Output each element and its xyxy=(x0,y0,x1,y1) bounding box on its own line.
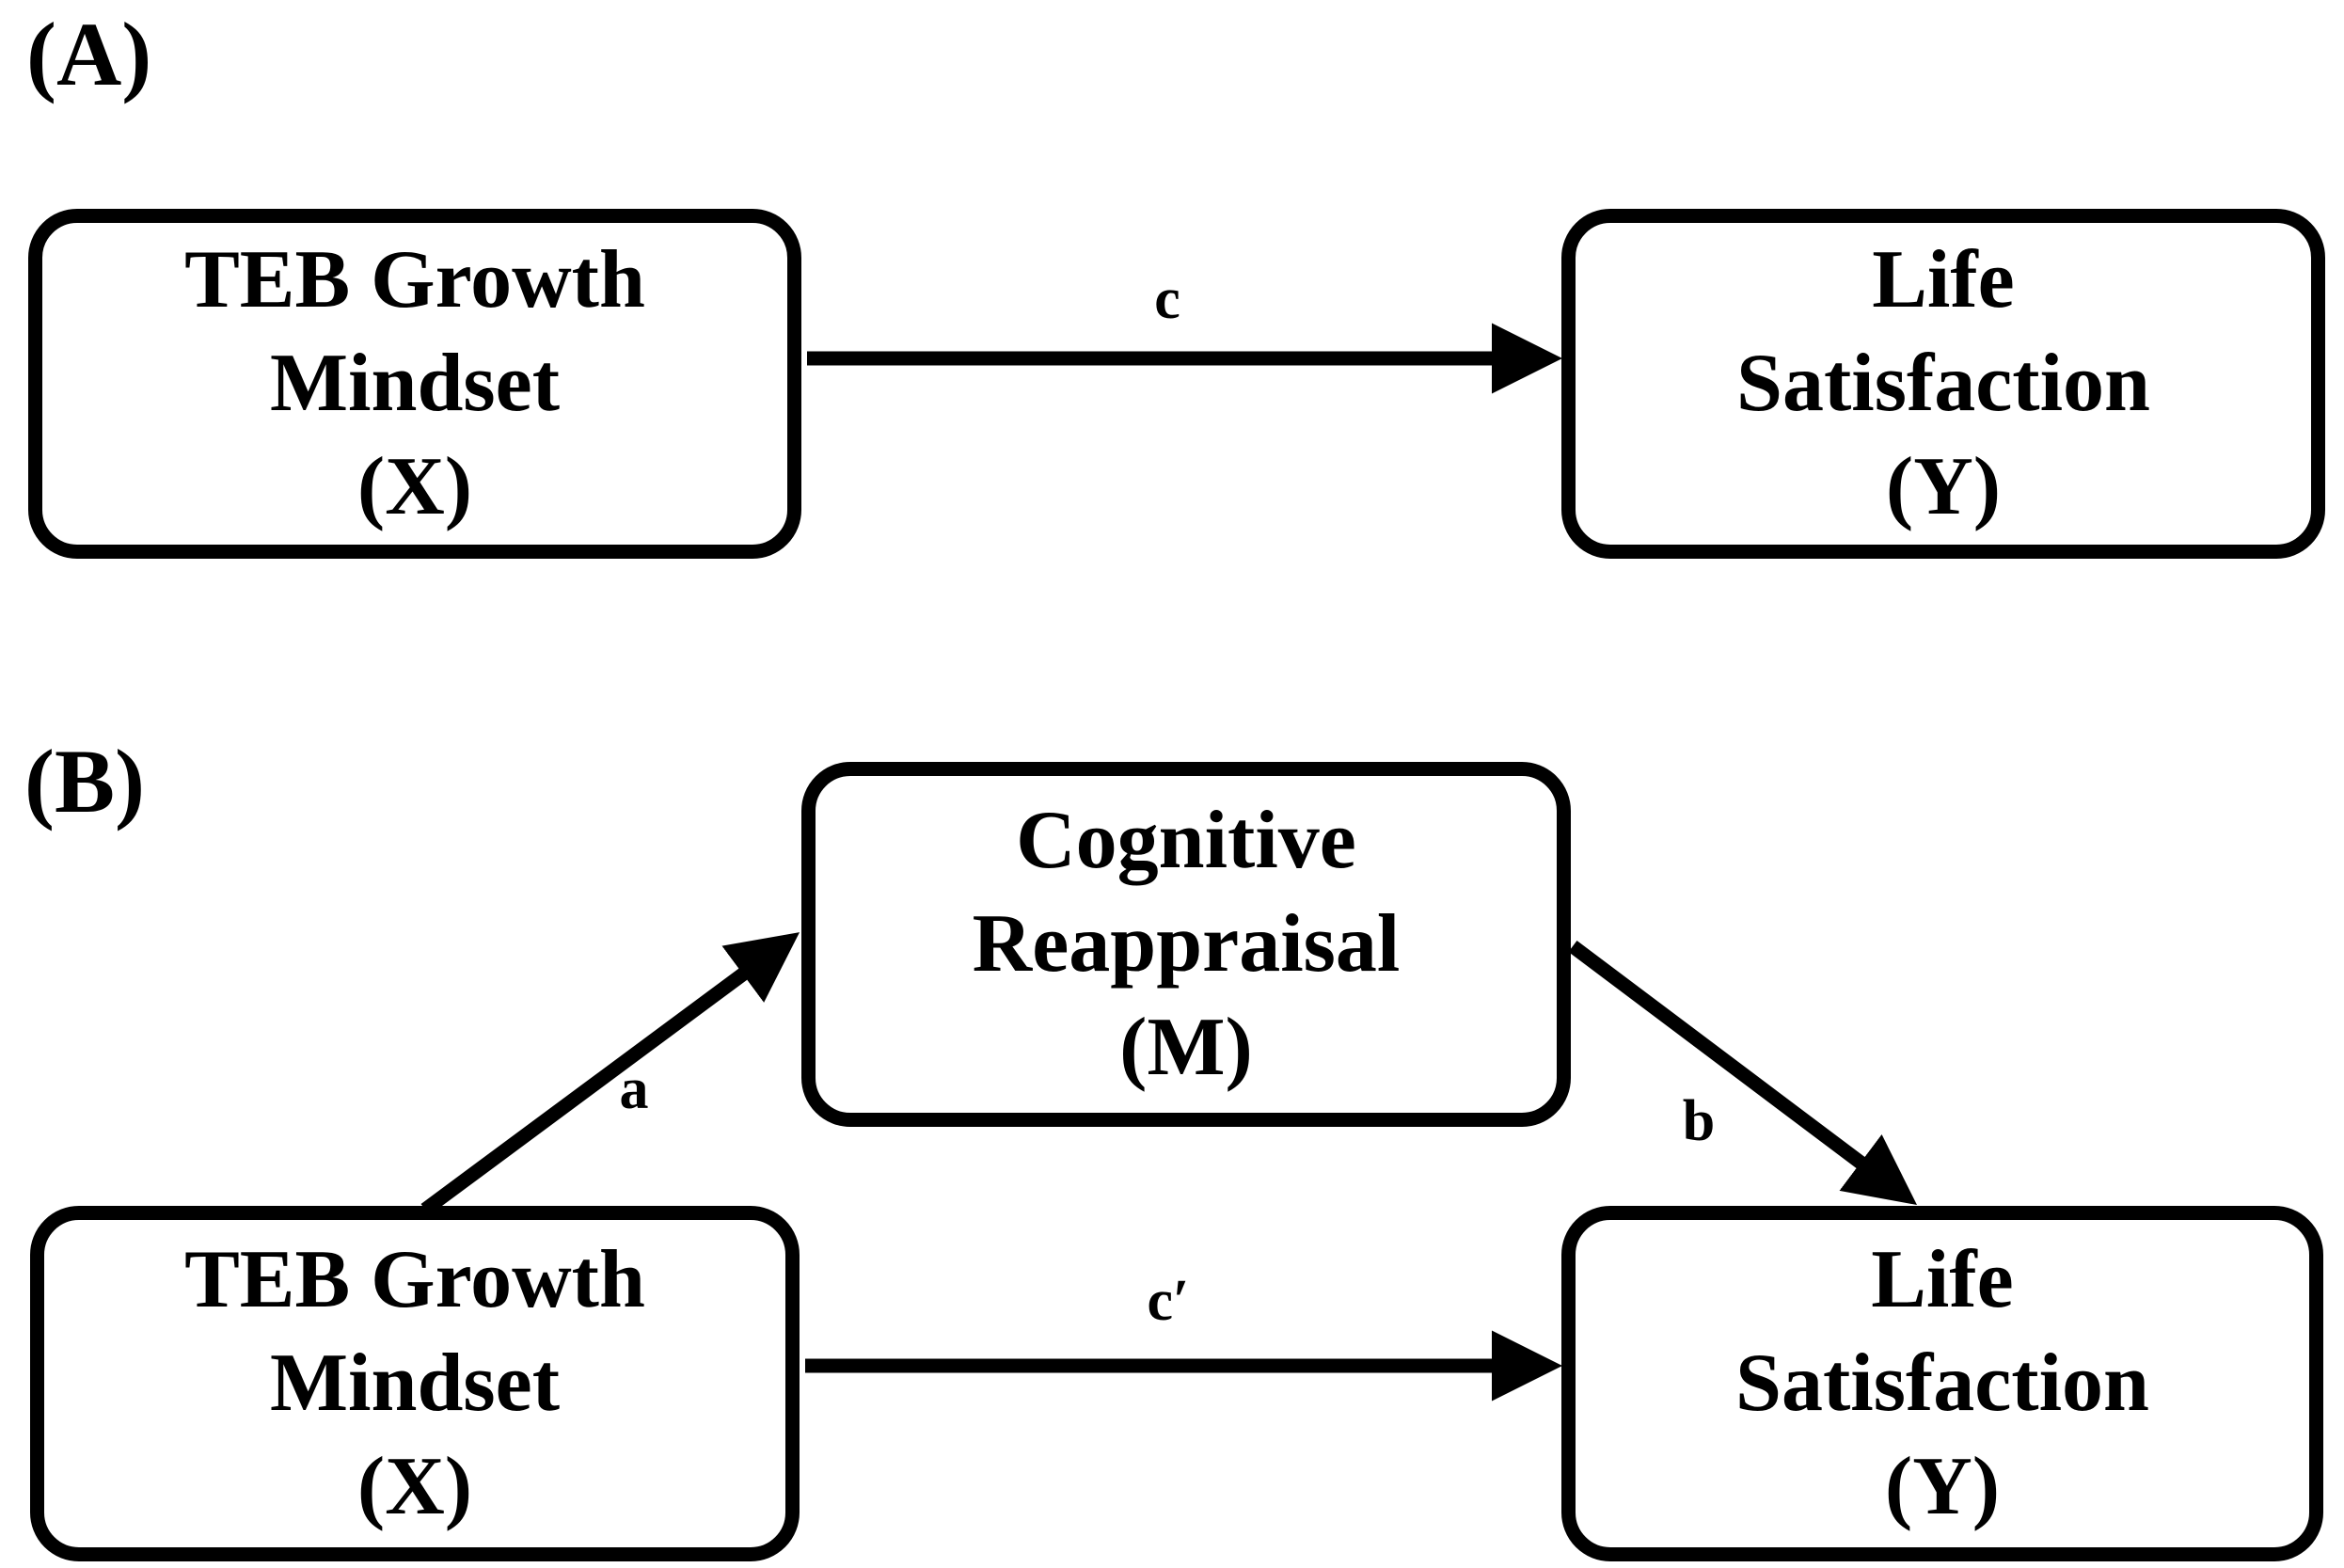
panel-b-mediator-box: Cognitive Reappraisal (M) xyxy=(801,762,1571,1127)
path-c-label: c xyxy=(1154,267,1180,331)
box-line: Satisfaction xyxy=(1735,1338,2149,1429)
path-a-arrow xyxy=(420,932,800,1216)
panel-b-label: (B) xyxy=(24,731,145,832)
box-line: Life xyxy=(1871,1234,2014,1325)
box-line: TEB Growth xyxy=(184,1234,645,1325)
box-line: Mindset xyxy=(270,338,560,429)
path-c-prime-label: c′ xyxy=(1147,1269,1190,1333)
box-line: (X) xyxy=(356,441,473,532)
panel-a-predictor-box: TEB Growth Mindset (X) xyxy=(28,209,801,559)
panel-b-outcome-box: Life Satisfaction (Y) xyxy=(1561,1206,2323,1561)
box-line: Satisfaction xyxy=(1736,338,2150,429)
box-line: (X) xyxy=(356,1441,473,1532)
path-b-label: b xyxy=(1682,1089,1716,1153)
box-line: (M) xyxy=(1119,1002,1253,1093)
box-line: (Y) xyxy=(1884,1441,2001,1532)
panel-a-label: (A) xyxy=(26,4,152,104)
box-line: Life xyxy=(1872,234,2015,325)
panel-b-predictor-box: TEB Growth Mindset (X) xyxy=(30,1206,800,1561)
panel-a-outcome-box: Life Satisfaction (Y) xyxy=(1561,209,2325,559)
box-line: (Y) xyxy=(1885,441,2002,532)
path-a-label: a xyxy=(619,1057,649,1121)
box-line: Mindset xyxy=(270,1338,560,1429)
box-line: TEB Growth xyxy=(184,234,645,325)
box-line: Cognitive xyxy=(1016,795,1356,886)
path-b-arrow xyxy=(1568,941,1917,1206)
box-line: Reappraisal xyxy=(972,898,1401,990)
